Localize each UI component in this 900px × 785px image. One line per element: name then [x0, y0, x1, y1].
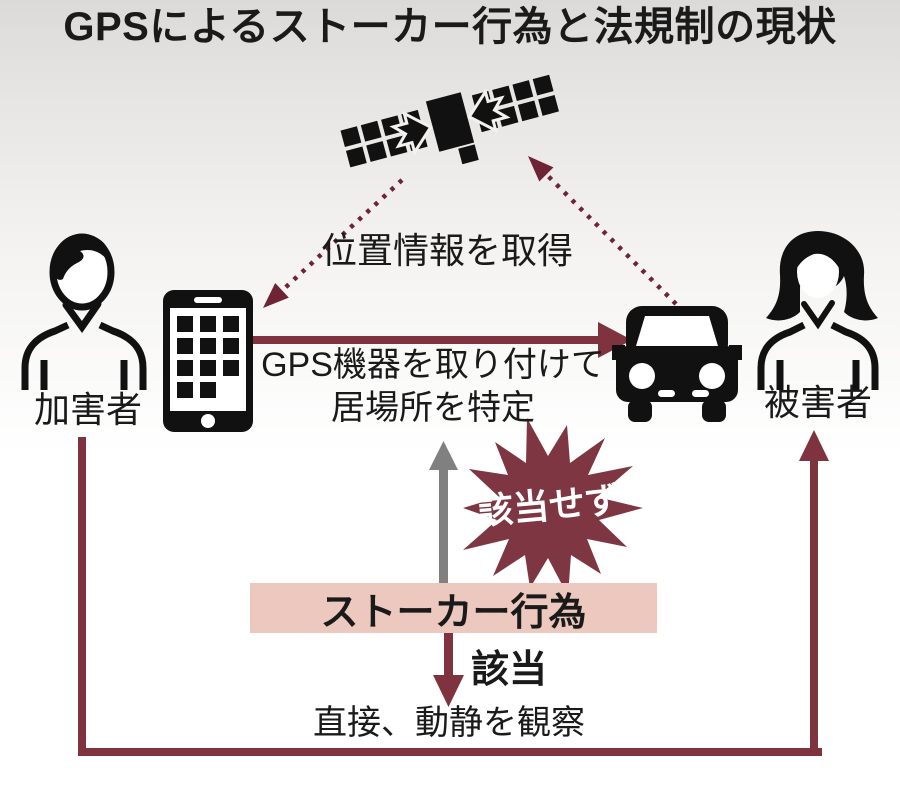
gray-arrow-up: [429, 441, 458, 583]
attach-gps-line1: GPS機器を取り付けて: [261, 346, 605, 384]
stalking-act-label: ストーカー行為: [320, 591, 587, 634]
observe-direct-label: 直接、動静を観察: [313, 704, 585, 742]
burst-shape: [463, 418, 643, 596]
observe-path: [78, 430, 829, 756]
acquire-location-label: 位置情報を取得: [320, 230, 574, 271]
arrow-phone-to-car: [252, 322, 632, 358]
dotted-arrow-car-to-satellite: [528, 156, 678, 306]
stalking-act-bar: ストーカー行為: [250, 583, 657, 634]
smartphone-icon: [163, 290, 253, 432]
applicable-label: 該当: [470, 649, 548, 691]
perpetrator-label: 加害者: [33, 389, 143, 430]
attach-gps-line2: 居場所を特定: [331, 389, 535, 427]
victim-label: 被害者: [763, 382, 873, 423]
female-person-icon: [757, 231, 879, 390]
arrow-down-applicable: [433, 633, 464, 707]
car-front-icon: [612, 306, 742, 422]
gps-satellite-icon: [340, 74, 559, 168]
male-person-icon: [21, 233, 147, 390]
dotted-arrow-satellite-to-phone: [263, 178, 404, 308]
page-title: GPSによるストーカー行為と法規制の現状: [63, 5, 837, 49]
